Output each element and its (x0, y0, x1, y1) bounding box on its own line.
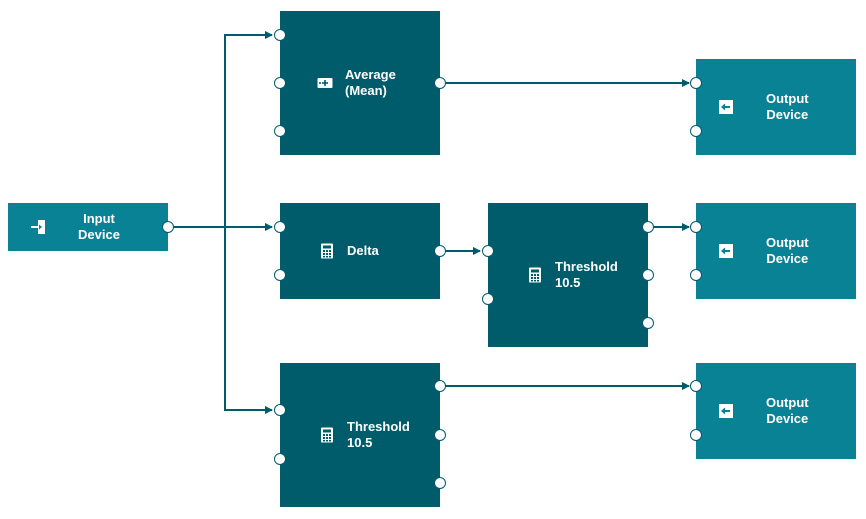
output-device-top-label: Output Device (766, 91, 809, 122)
output-device-bottom-node[interactable]: Output Device (696, 363, 856, 459)
threshold-bottom-label: Threshold 10.5 (347, 419, 410, 450)
threshold-mid-label: Threshold 10.5 (555, 259, 618, 290)
wire-input-to-average (168, 31, 273, 228)
threshold-mid-out-port-3[interactable] (642, 317, 654, 329)
input-device-label: Input Device (78, 211, 120, 242)
threshold-mid-in-port-2[interactable] (482, 293, 494, 305)
threshold-mid-in-port-1[interactable] (482, 245, 494, 257)
input-device-node[interactable]: Input Device (8, 203, 168, 251)
threshold-bottom-in-port-2[interactable] (274, 453, 286, 465)
average-icon (317, 78, 333, 88)
output-device-bottom-label: Output Device (766, 395, 809, 426)
output-arrow-icon (719, 100, 733, 114)
average-label: Average (Mean) (345, 67, 396, 98)
output-device-mid-node[interactable]: Output Device (696, 203, 856, 299)
output-arrow-icon (719, 244, 733, 258)
delta-in-port-1[interactable] (274, 221, 286, 233)
calculator-icon (321, 427, 333, 443)
delta-in-port-2[interactable] (274, 269, 286, 281)
threshold-bottom-out-port-3[interactable] (434, 477, 446, 489)
output-device-mid-label: Output Device (766, 235, 809, 266)
output-device-top-in-port-2[interactable] (690, 125, 702, 137)
output-arrow-icon (719, 404, 733, 418)
output-device-mid-in-port-1[interactable] (690, 221, 702, 233)
threshold-mid-out-port-2[interactable] (642, 269, 654, 281)
output-device-top-in-port-1[interactable] (690, 77, 702, 89)
input-device-out-port[interactable] (162, 221, 174, 233)
average-in-port-3[interactable] (274, 125, 286, 137)
output-device-mid-in-port-2[interactable] (690, 269, 702, 281)
input-arrow-icon (31, 220, 45, 234)
calculator-icon (321, 243, 333, 259)
threshold-bottom-node[interactable]: Threshold 10.5 (280, 363, 440, 507)
average-in-port-2[interactable] (274, 77, 286, 89)
average-in-port-1[interactable] (274, 29, 286, 41)
output-device-bottom-in-port-1[interactable] (690, 380, 702, 392)
threshold-bottom-out-port-2[interactable] (434, 429, 446, 441)
wire-input-to-threshold-bottom (224, 227, 273, 414)
delta-node[interactable]: Delta (280, 203, 440, 299)
delta-label: Delta (347, 243, 379, 258)
threshold-mid-out-port-1[interactable] (642, 221, 654, 233)
calculator-icon (529, 267, 541, 283)
threshold-bottom-in-port-1[interactable] (274, 404, 286, 416)
average-out-port[interactable] (434, 77, 446, 89)
output-device-bottom-in-port-2[interactable] (690, 429, 702, 441)
output-device-top-node[interactable]: Output Device (696, 59, 856, 155)
threshold-bottom-out-port-1[interactable] (434, 380, 446, 392)
average-node[interactable]: Average (Mean) (280, 11, 440, 155)
threshold-mid-node[interactable]: Threshold 10.5 (488, 203, 648, 347)
delta-out-port[interactable] (434, 245, 446, 257)
